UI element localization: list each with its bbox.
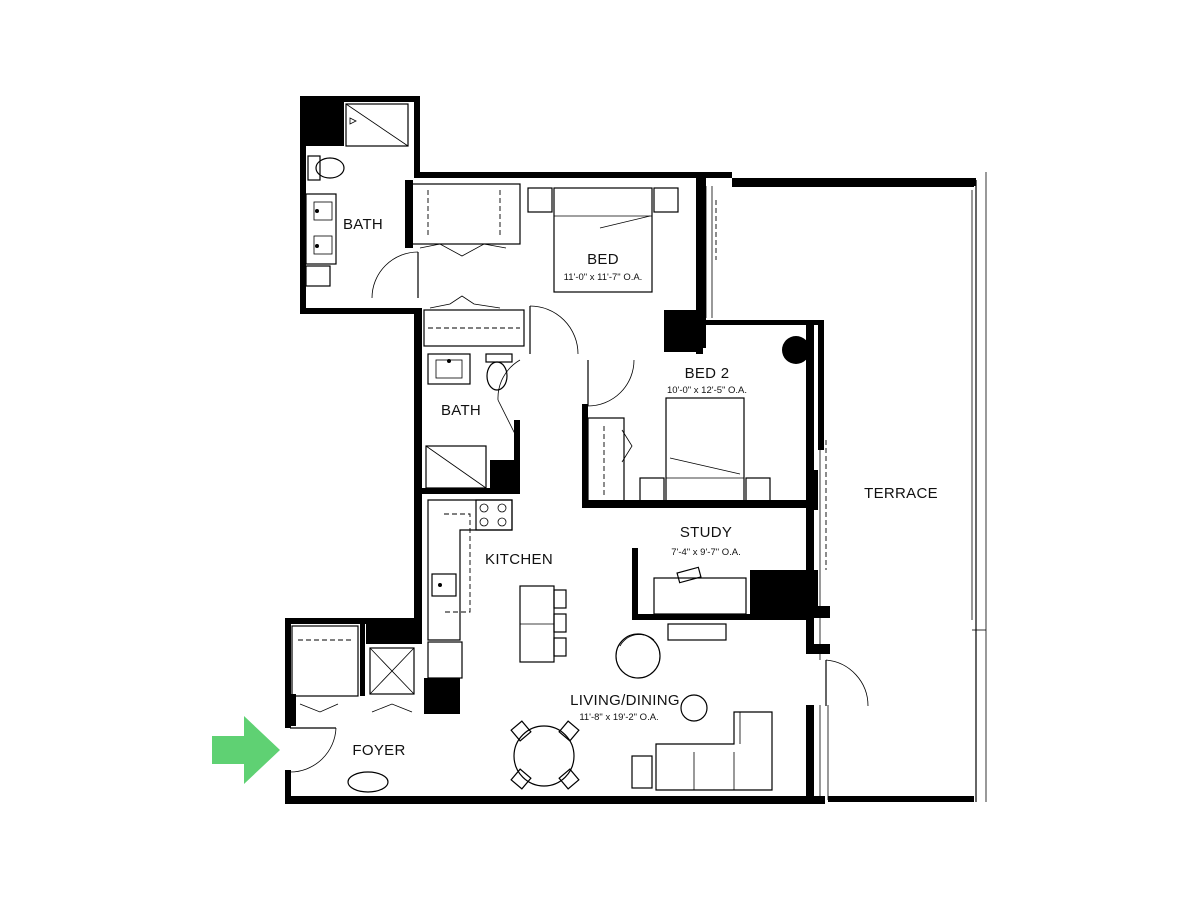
walls [285, 96, 976, 804]
terrace-outline [705, 172, 987, 802]
bed-2-dimensions: 10'-0" x 12'-5" O.A. [667, 385, 747, 396]
bed-dimensions: 11'-0" x 11'-7" O.A. [564, 272, 643, 283]
terrace-label: TERRACE [864, 485, 938, 502]
closets [291, 183, 625, 697]
living-dining-dimensions: 11'-8" x 19'-2" O.A. [579, 712, 658, 723]
entry-arrow-icon [212, 716, 280, 784]
bedroom-furniture [527, 187, 771, 503]
bath-2-label: BATH [441, 402, 481, 419]
bed-label: BED [587, 251, 619, 268]
room-labels: BATH BED 11'-0" x 11'-7" O.A. BATH BED 2… [343, 216, 938, 759]
kitchen-fixtures [427, 499, 567, 679]
kitchen-label: KITCHEN [485, 551, 553, 568]
foyer-label: FOYER [352, 742, 405, 759]
bed-2-label: BED 2 [685, 365, 730, 382]
living-dining-label: LIVING/DINING [570, 692, 680, 709]
living-furniture [347, 566, 773, 793]
study-dimensions: 7'-4" x 9'-7" O.A. [671, 547, 741, 558]
bath-fixtures [305, 103, 513, 489]
doors [289, 243, 869, 773]
study-label: STUDY [680, 524, 732, 541]
bath-1-label: BATH [343, 216, 383, 233]
